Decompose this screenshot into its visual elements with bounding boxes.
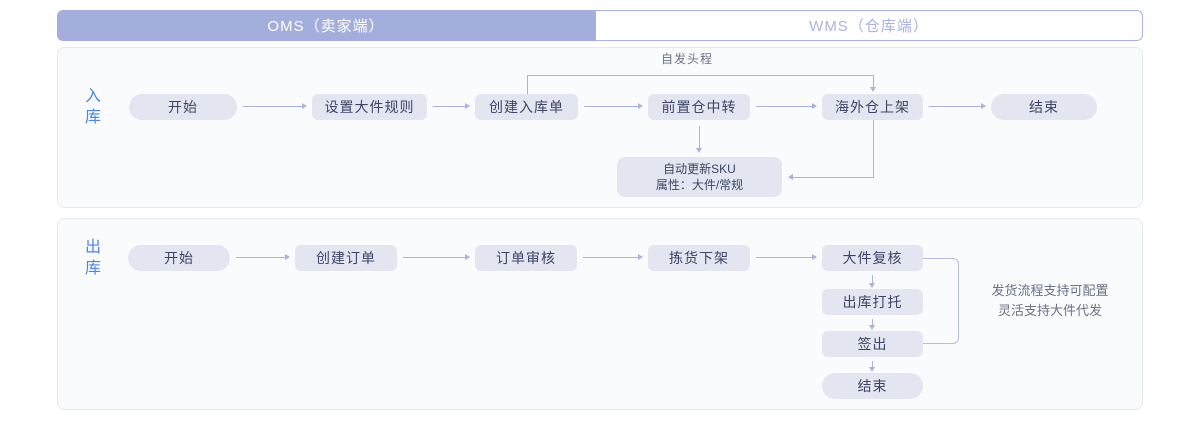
arrow-outbound-1 bbox=[236, 254, 290, 260]
arrow-inbound-5 bbox=[929, 103, 986, 109]
inbound-node-end: 结束 bbox=[991, 94, 1097, 120]
arrow-transfer-to-sku bbox=[696, 126, 702, 153]
bypass-line-across bbox=[527, 75, 873, 76]
arrow-outbound-3 bbox=[583, 254, 643, 260]
outbound-note-line1: 发货流程支持可配置 bbox=[991, 283, 1109, 298]
header-oms: OMS（卖家端） bbox=[57, 10, 595, 41]
sku-update-line2: 属性：大件/常规 bbox=[655, 178, 744, 192]
outbound-note-line2: 灵活支持大件代发 bbox=[997, 303, 1102, 318]
arrow-inbound-3 bbox=[584, 103, 643, 109]
inbound-node-prewarehouse-transfer: 前置仓中转 bbox=[648, 94, 750, 120]
outbound-node-create-order: 创建订单 bbox=[295, 245, 397, 271]
header-wms-label: WMS（仓库端） bbox=[809, 18, 929, 35]
header-wms: WMS（仓库端） bbox=[595, 10, 1143, 41]
config-bracket bbox=[923, 258, 959, 344]
inbound-node-overseas-shelving: 海外仓上架 bbox=[822, 94, 923, 120]
arrow-palletizing-to-signout bbox=[869, 319, 875, 330]
header-oms-label: OMS（卖家端） bbox=[267, 18, 385, 35]
inbound-panel bbox=[57, 47, 1143, 208]
arrow-inbound-1 bbox=[243, 103, 307, 109]
outbound-node-sign-out: 签出 bbox=[822, 331, 923, 357]
arrow-inbound-4 bbox=[756, 103, 817, 109]
outbound-row-label: 出库 bbox=[84, 239, 101, 277]
return-line-down bbox=[873, 120, 874, 177]
arrow-signout-to-end bbox=[869, 361, 875, 372]
arrow-outbound-2 bbox=[403, 254, 470, 260]
outbound-node-start: 开始 bbox=[128, 245, 230, 271]
return-line-left-arrow bbox=[788, 174, 874, 180]
arrow-inbound-2 bbox=[433, 103, 470, 109]
sku-update-line1: 自动更新SKU bbox=[663, 162, 736, 176]
bypass-line-down-arrow bbox=[870, 75, 876, 92]
outbound-panel bbox=[57, 218, 1143, 410]
inbound-node-start: 开始 bbox=[129, 94, 237, 120]
arrow-check-to-palletizing bbox=[869, 275, 875, 288]
outbound-node-order-review: 订单审核 bbox=[475, 245, 577, 271]
bypass-label: 自发头程 bbox=[660, 52, 713, 66]
outbound-node-end: 结束 bbox=[822, 373, 923, 399]
arrow-outbound-4 bbox=[756, 254, 817, 260]
outbound-node-bulky-check: 大件复核 bbox=[822, 245, 923, 271]
inbound-node-sku-update: 自动更新SKU 属性：大件/常规 bbox=[617, 157, 782, 197]
outbound-node-palletizing: 出库打托 bbox=[822, 289, 923, 315]
inbound-node-create-inbound: 创建入库单 bbox=[475, 94, 578, 120]
bypass-line-up bbox=[527, 75, 528, 94]
inbound-node-set-rules: 设置大件规则 bbox=[312, 94, 427, 120]
outbound-node-picking: 拣货下架 bbox=[648, 245, 750, 271]
outbound-note: 发货流程支持可配置 灵活支持大件代发 bbox=[970, 281, 1130, 321]
inbound-row-label: 入库 bbox=[84, 88, 101, 126]
